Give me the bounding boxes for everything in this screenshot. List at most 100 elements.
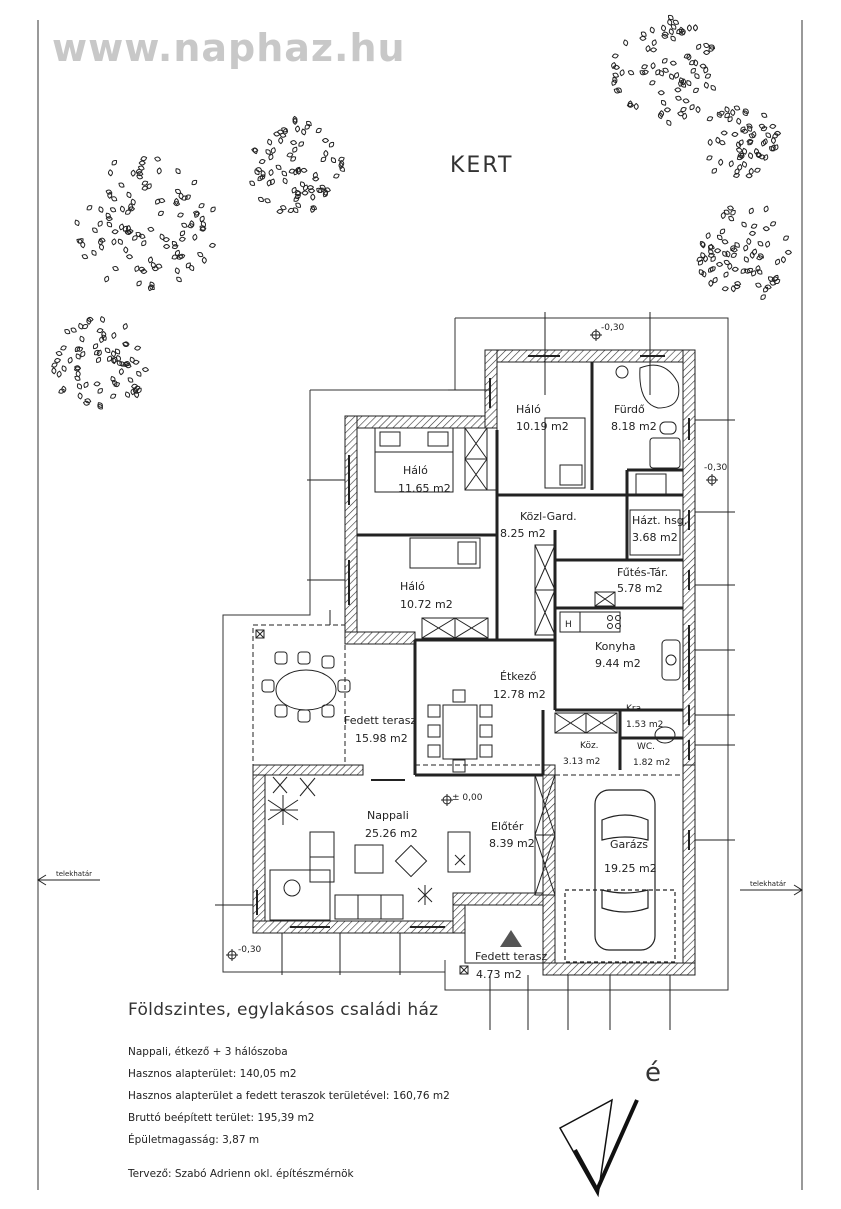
tree-leaf bbox=[69, 326, 78, 334]
tree-leaf bbox=[90, 226, 99, 235]
tree-leaf bbox=[133, 264, 141, 273]
tree-leaf bbox=[681, 112, 688, 121]
tree-leaf bbox=[178, 236, 187, 243]
leader-lines bbox=[215, 312, 735, 1030]
tree-leaf bbox=[110, 378, 119, 387]
room-etkezo-name: Étkező bbox=[500, 670, 537, 683]
tree-leaf bbox=[110, 331, 117, 340]
tree-leaf bbox=[91, 342, 100, 351]
exterior-walls bbox=[252, 349, 696, 976]
heater-symbol: H bbox=[565, 620, 572, 630]
tree-leaf bbox=[55, 350, 64, 357]
tree-leaf bbox=[184, 261, 193, 270]
tree-leaf bbox=[709, 83, 718, 92]
tree-leaf bbox=[780, 255, 787, 264]
room-kra-name: Kra. bbox=[626, 704, 644, 714]
room-konyha-area: 9.44 m2 bbox=[595, 657, 641, 670]
tree-leaf bbox=[97, 205, 105, 214]
tree-leaf bbox=[702, 255, 709, 263]
tree-leaf bbox=[289, 139, 298, 146]
tree-leaf bbox=[268, 168, 275, 177]
tree-leaf bbox=[722, 270, 730, 279]
tree-leaf bbox=[762, 204, 770, 213]
tree-leaf bbox=[753, 166, 762, 174]
tree-leaf bbox=[109, 392, 118, 400]
tree-leaf bbox=[96, 219, 104, 228]
tree-leaf bbox=[715, 233, 724, 242]
tree-leaf bbox=[645, 44, 651, 53]
tree-leaf bbox=[618, 68, 626, 77]
tree-leaf bbox=[81, 322, 90, 331]
covered-terrace-outline bbox=[252, 624, 346, 766]
room-halo-1-name: Háló bbox=[403, 464, 428, 477]
tree-leaf bbox=[697, 268, 706, 277]
tree-leaf bbox=[740, 220, 749, 229]
tree-leaf bbox=[727, 159, 735, 168]
tree-leaf bbox=[669, 60, 678, 67]
tree-leaf bbox=[174, 167, 182, 176]
tree-leaf bbox=[626, 69, 636, 77]
tree-leaf bbox=[110, 158, 119, 167]
room-konyha-name: Konyha bbox=[595, 640, 636, 653]
tree-leaf bbox=[139, 239, 148, 248]
designer: Tervező: Szabó Adrienn okl. építészmérnö… bbox=[128, 1168, 354, 1180]
tree-leaf bbox=[667, 72, 676, 81]
tree-leaf bbox=[281, 176, 289, 185]
north-arrow bbox=[558, 1098, 639, 1198]
tree-leaf bbox=[691, 86, 701, 95]
tree-leaf bbox=[292, 195, 301, 204]
tree-leaf bbox=[742, 244, 750, 253]
tree-leaf bbox=[700, 241, 706, 249]
tree-leaf bbox=[723, 105, 731, 114]
terrace-table bbox=[261, 651, 351, 723]
site-outline bbox=[444, 317, 729, 991]
level-right: -0,30 bbox=[704, 463, 728, 473]
project-title: Földszintes, egylakásos családi ház bbox=[128, 1000, 439, 1020]
tree-leaf bbox=[187, 263, 196, 273]
room-hazt-hsg-area: 3.68 m2 bbox=[632, 531, 678, 544]
tree-leaf bbox=[660, 56, 669, 65]
tree-leaf bbox=[686, 24, 692, 32]
tree-leaf bbox=[329, 156, 338, 165]
tree-leaf bbox=[301, 190, 309, 196]
tree-leaf bbox=[713, 248, 722, 254]
tree-leaf bbox=[256, 195, 266, 204]
tree-leaf bbox=[80, 253, 89, 261]
drain-symbol bbox=[459, 965, 469, 975]
tree-leaf bbox=[133, 344, 142, 352]
tree-leaf bbox=[123, 390, 132, 399]
tree-leaf bbox=[702, 41, 711, 50]
tree-leaf bbox=[704, 231, 712, 240]
tree-leaf bbox=[610, 78, 618, 87]
tree-leaf bbox=[750, 222, 759, 230]
project-info: Földszintes, egylakásos családi ház Napp… bbox=[128, 1000, 548, 1180]
tree-leaf bbox=[693, 71, 701, 81]
tree-leaf bbox=[721, 238, 729, 246]
tree-leaf bbox=[720, 130, 728, 136]
tree-leaf bbox=[735, 146, 744, 154]
dining-furniture bbox=[427, 689, 493, 773]
tree-leaf bbox=[276, 208, 284, 215]
tree-leaf bbox=[707, 138, 713, 146]
tree-leaf bbox=[147, 226, 155, 233]
tree-leaf bbox=[723, 111, 732, 120]
tree-leaf bbox=[310, 193, 316, 201]
tree-leaf bbox=[622, 38, 629, 47]
tree-leaf bbox=[180, 194, 189, 202]
room-hazt-hsg-name: Házt. hsg. bbox=[632, 514, 687, 527]
room-futes-tar-area: 5.78 m2 bbox=[617, 582, 663, 595]
tree-leaf bbox=[101, 330, 107, 339]
tree-leaf bbox=[759, 293, 768, 302]
room-furdo-name: Fürdő bbox=[614, 403, 645, 416]
tree-leaf bbox=[134, 369, 143, 378]
tree-leaf bbox=[103, 346, 112, 355]
tree-leaf bbox=[640, 63, 649, 71]
tree-leaf bbox=[773, 277, 782, 286]
tree-leaf bbox=[749, 251, 756, 259]
tree-leaf bbox=[699, 251, 707, 260]
room-furdo-area: 8.18 m2 bbox=[611, 420, 657, 433]
tree-leaf bbox=[726, 115, 734, 124]
tree-leaf bbox=[715, 261, 724, 268]
tree-leaf bbox=[156, 167, 163, 175]
room-koz-name: Köz. bbox=[580, 741, 599, 751]
